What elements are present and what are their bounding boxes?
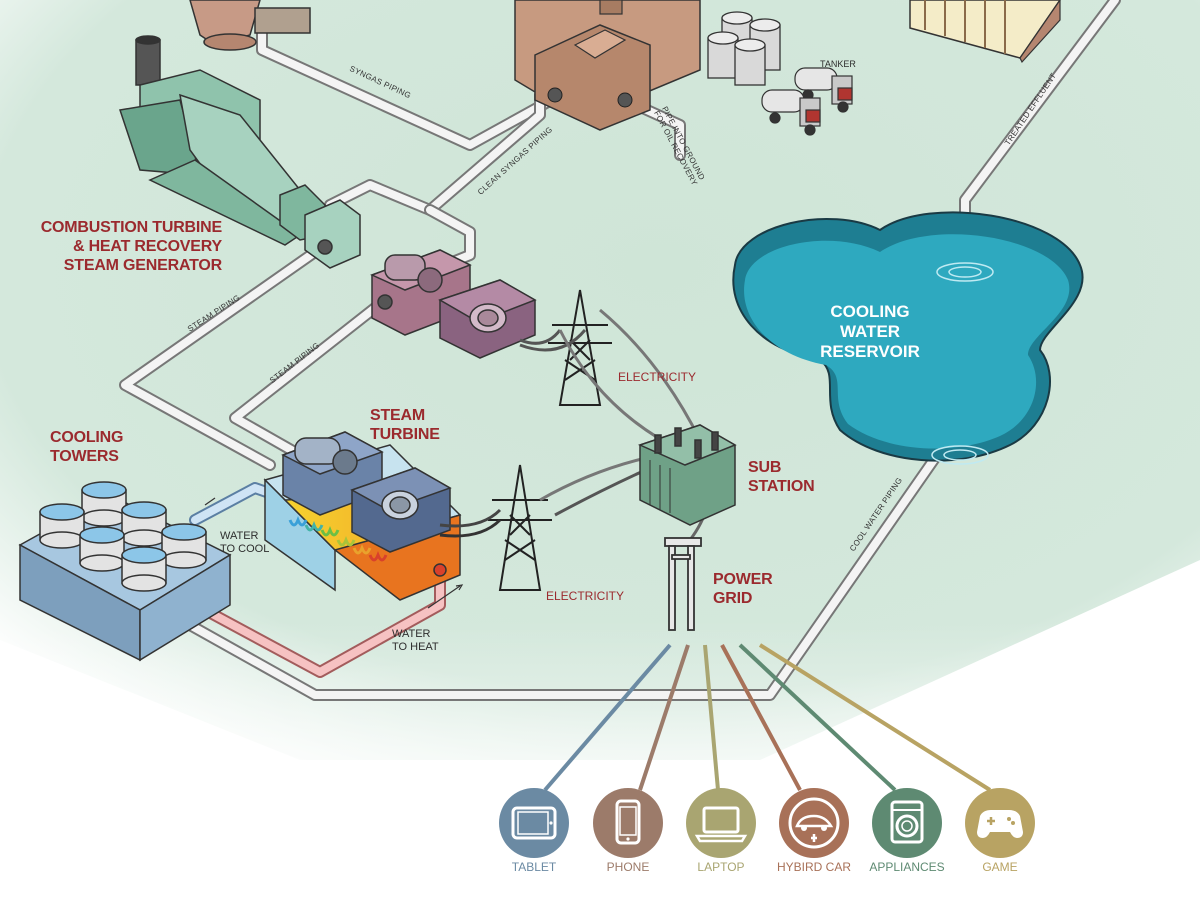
syngas-plant <box>514 0 701 131</box>
device-label-appliances: APPLIANCES <box>869 860 945 874</box>
device-label-laptop: LAPTOP <box>697 860 745 874</box>
combustion-label-line-2: & HEAT RECOVERY <box>72 238 222 255</box>
cooling-water-reservoir <box>732 211 1084 465</box>
sub-station-label-line-2: STATION <box>748 478 815 495</box>
substation <box>637 424 737 526</box>
combustion-turbine <box>119 35 361 269</box>
water-to-heat-line-2: TO HEAT <box>392 641 439 653</box>
water-to-cool-label: WATER TO COOL <box>220 530 269 556</box>
sub-station-label: SUB STATION <box>748 458 815 496</box>
device-label-hybrid-car: HYBIRD CAR <box>776 860 851 874</box>
tablet-icon <box>499 788 569 858</box>
phone-icon <box>593 788 663 858</box>
combustion-turbine-label: COMBUSTION TURBINE & HEAT RECOVERY STEAM… <box>40 218 222 275</box>
reservoir-label-line-1: COOLING <box>830 302 910 321</box>
tanker-label: TANKER <box>820 59 856 69</box>
sub-station-label-line-1: SUB <box>748 459 782 476</box>
cooling-towers-label-line-2: TOWERS <box>50 448 119 465</box>
reservoir-label-line-3: RESERVOIR <box>820 342 920 361</box>
power-grid-label-line-2: GRID <box>713 590 753 607</box>
water-to-heat-label: WATER TO HEAT <box>392 628 439 654</box>
treatment-building <box>909 0 1061 64</box>
gasifier <box>189 0 311 51</box>
generator-unit-1 <box>370 249 537 359</box>
laptop-icon <box>686 788 756 858</box>
steam-turbine-unit <box>263 431 462 601</box>
water-to-heat-line-1: WATER <box>392 628 431 640</box>
power-grid-pole <box>664 537 702 631</box>
power-grid-label-line-1: POWER <box>713 571 773 588</box>
device-label-tablet: TABLET <box>511 860 557 874</box>
device-game: GAME <box>964 788 1036 874</box>
device-tablet: TABLET <box>498 788 570 874</box>
steam-turbine-label-line-1: STEAM <box>370 407 426 424</box>
electricity-label-top: ELECTRICITY <box>618 370 697 384</box>
reservoir-label: COOLING WATER RESERVOIR <box>815 302 925 362</box>
combustion-label-line-1: COMBUSTION TURBINE <box>40 219 222 236</box>
tanker-trucks <box>761 67 853 136</box>
gamepad-icon <box>965 788 1035 858</box>
cooling-towers-label-line-1: COOLING <box>50 429 124 446</box>
device-wires <box>543 643 992 792</box>
water-to-cool-line-2: TO COOL <box>220 543 270 555</box>
storage-tanks <box>707 11 781 86</box>
transmission-tower-top <box>548 289 612 406</box>
device-label-game: GAME <box>982 860 1018 874</box>
reservoir-label-line-2: WATER <box>839 322 901 341</box>
pipes <box>119 0 1121 701</box>
steam-turbine-label: STEAM TURBINE <box>370 406 440 444</box>
power-grid-label: POWER GRID <box>713 570 773 608</box>
cooling-towers-label: COOLING TOWERS <box>50 428 123 466</box>
device-phone: PHONE <box>592 788 664 874</box>
cooling-towers-unit <box>18 481 232 662</box>
device-laptop: LAPTOP <box>685 788 757 874</box>
device-appliances: APPLIANCES <box>869 788 945 874</box>
combustion-label-line-3: STEAM GENERATOR <box>63 257 222 274</box>
device-hybrid-car: HYBIRD CAR <box>777 788 851 874</box>
electricity-label-bottom: ELECTRICITY <box>546 589 625 603</box>
car-plug-icon <box>779 788 849 858</box>
steam-turbine-label-line-2: TURBINE <box>370 426 440 443</box>
washing-machine-icon <box>872 788 942 858</box>
water-to-cool-line-1: WATER <box>220 530 259 542</box>
flow-arrows <box>204 497 464 609</box>
device-label-phone: PHONE <box>606 860 650 874</box>
